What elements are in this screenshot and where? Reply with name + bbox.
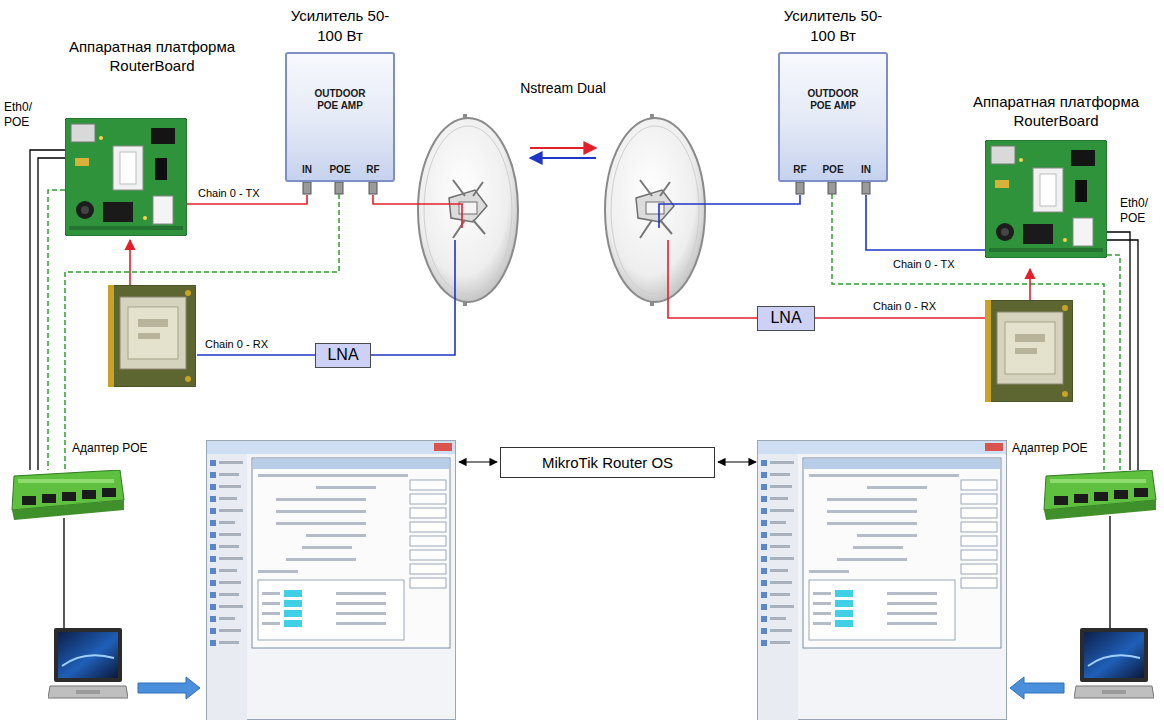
port-name: RF xyxy=(359,164,387,176)
tx-cable xyxy=(866,195,985,250)
laptop-picture xyxy=(1074,628,1154,698)
box-text: MikroTik Router OS xyxy=(542,454,673,471)
poe-power-line xyxy=(832,194,1104,470)
dish-antenna xyxy=(418,114,518,306)
poe-power-line xyxy=(65,194,339,470)
poe-power-line xyxy=(48,190,65,470)
laptop-picture xyxy=(48,628,128,698)
board-caption: Аппаратная платформа RouterBoard xyxy=(62,38,242,76)
signal-name: Chain 0 - RX xyxy=(873,300,963,314)
block-arrow xyxy=(138,677,200,699)
ethernet-cable xyxy=(38,158,65,470)
ethernet-cable xyxy=(30,150,1138,628)
poe-power-line xyxy=(48,190,1120,470)
lna-box: LNA xyxy=(757,306,815,331)
box-text: LNA xyxy=(327,346,358,364)
rf-cable xyxy=(130,195,1030,355)
rf-connector xyxy=(796,182,804,194)
ethernet-cable xyxy=(1107,232,1130,470)
software-box: MikroTik Router OS xyxy=(500,447,715,478)
tx-cable xyxy=(373,195,462,228)
rf-connector xyxy=(303,182,870,194)
minipci-card-picture xyxy=(108,285,196,387)
rf-connector xyxy=(862,182,870,194)
rf-connector xyxy=(828,182,836,194)
signal-name: Chain 0 - TX xyxy=(893,258,983,272)
block-arrow xyxy=(1010,677,1064,699)
port-name: POE xyxy=(819,164,847,176)
amplifier-box: Усилитель 50-100 Вт OUTDOOR POE AMP IN POE R… xyxy=(285,6,395,182)
amplifier-name: Усилитель 50-100 Вт xyxy=(285,6,395,52)
port-row: RF POE IN xyxy=(780,164,886,176)
board-caption: Аппаратная платформа RouterBoard xyxy=(966,93,1146,131)
port-name: POE xyxy=(326,164,354,176)
amplifier-housing: OUTDOOR POE AMP RF POE IN xyxy=(778,52,888,182)
poe-adapter-picture xyxy=(12,470,124,520)
link-direction-arrow xyxy=(530,157,596,159)
rf-connector xyxy=(369,182,377,194)
screenshot-picture xyxy=(207,441,456,720)
box-text: LNA xyxy=(770,309,801,327)
link-direction-arrow xyxy=(530,147,596,149)
port-name: IN xyxy=(852,164,880,176)
amplifier-housing: OUTDOOR POE AMP IN POE RF xyxy=(285,52,395,182)
device-marking: OUTDOOR POE AMP xyxy=(308,88,372,112)
device-marking: OUTDOOR POE AMP xyxy=(801,88,865,112)
ethernet-cable xyxy=(1107,240,1138,470)
tx-cable xyxy=(659,195,800,228)
amplifier-name: Усилитель 50-100 Вт xyxy=(778,6,888,52)
double-arrow xyxy=(459,461,497,462)
ethernet-cable xyxy=(63,518,64,628)
port-name: RF xyxy=(786,164,814,176)
routerboard-picture xyxy=(65,118,187,236)
dish-antenna xyxy=(605,114,705,306)
rf-connector xyxy=(303,182,311,194)
card-to-board-arrow xyxy=(129,240,131,285)
lna-box: LNA xyxy=(315,343,371,368)
screenshot-picture xyxy=(758,441,1007,720)
rx-cable xyxy=(197,240,455,355)
port-name: Eth0/ POE xyxy=(1120,196,1160,226)
link-mode-label: Nstream Dual xyxy=(508,80,618,98)
ethernet-cable xyxy=(30,150,65,470)
poe-adapter-picture xyxy=(1044,470,1156,520)
port-name: Eth0/ POE xyxy=(4,100,44,130)
signal-name: Chain 0 - RX xyxy=(205,338,295,352)
amplifier-box: Усилитель 50-100 Вт OUTDOOR POE AMP RF POE I… xyxy=(778,6,888,182)
adapter-caption: Адаптер POE xyxy=(1012,441,1122,456)
port-row: IN POE RF xyxy=(287,164,393,176)
signal-name: Chain 0 - TX xyxy=(198,187,288,201)
double-arrow xyxy=(718,461,756,462)
rf-connector xyxy=(335,182,343,194)
poe-power-line xyxy=(1107,255,1120,470)
routerboard-picture xyxy=(985,140,1107,258)
rx-cable xyxy=(668,240,985,318)
card-to-board-arrow xyxy=(1029,269,1031,300)
ethernet-cable xyxy=(1109,516,1110,628)
adapter-caption: Адаптер POE xyxy=(72,441,182,456)
minipci-card-picture xyxy=(985,300,1073,402)
port-name: IN xyxy=(293,164,321,176)
